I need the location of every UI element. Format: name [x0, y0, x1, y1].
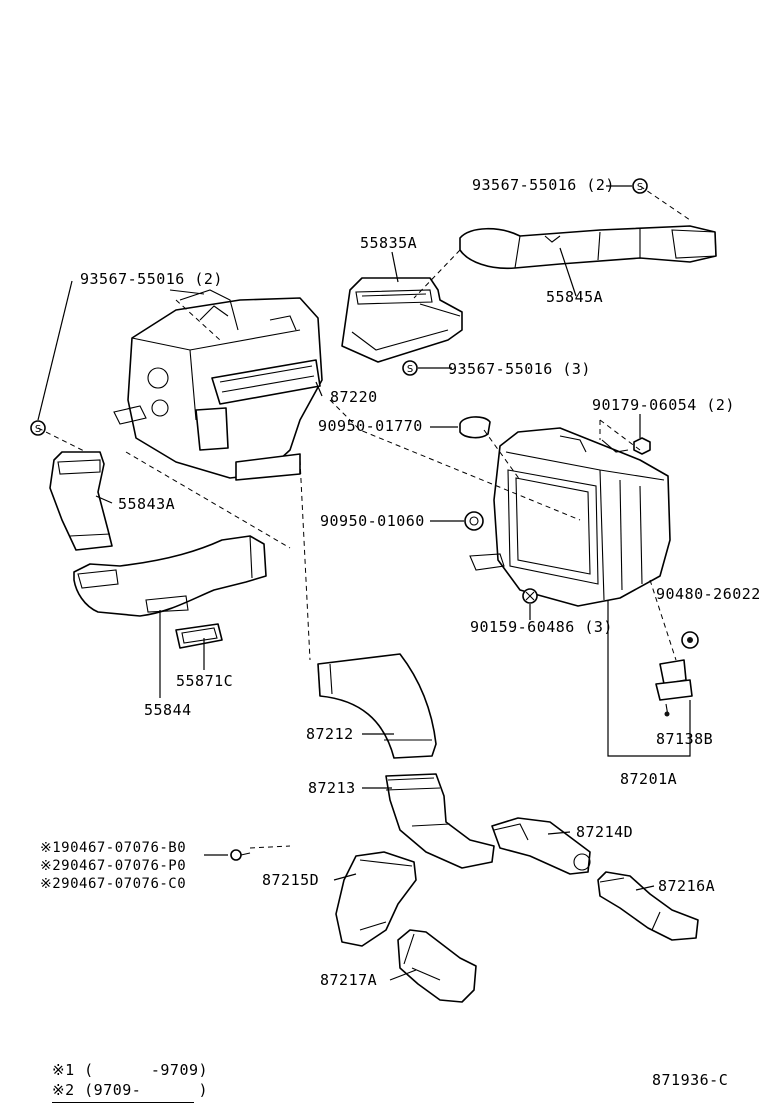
label-87213: 87213	[308, 779, 356, 797]
duct-87212	[317, 653, 437, 759]
screw-s-icon: S	[402, 360, 418, 376]
diagram-code: 871936-C	[652, 1071, 729, 1089]
grommet-90480-26022	[681, 631, 699, 649]
footnote-underline	[52, 1102, 194, 1103]
svg-text:S: S	[407, 364, 413, 375]
svg-text:S: S	[35, 424, 41, 435]
duct-87213	[385, 773, 495, 869]
label-87220: 87220	[330, 388, 378, 406]
label-90950-01060: 90950-01060	[320, 512, 425, 530]
nut-90179-06054	[633, 437, 651, 455]
grommet-90950-01060	[464, 511, 484, 531]
label-55845A: 55845A	[546, 288, 604, 306]
label-87214D: 87214D	[576, 823, 634, 841]
duct-87214D	[491, 817, 591, 875]
label-90179-06054: 90179-06054 (2)	[592, 396, 735, 414]
duct-55844	[73, 535, 267, 617]
duct-87215D	[335, 851, 417, 947]
label-55871C: 55871C	[176, 672, 234, 690]
label-93567-55016-2-top: 93567-55016 (2)	[472, 176, 615, 194]
heater-unit-87220	[113, 289, 323, 481]
label-clip-1: ※190467-07076-B0	[40, 840, 187, 856]
label-55835A: 55835A	[360, 234, 418, 252]
label-87212: 87212	[306, 725, 354, 743]
screw-90159-60486	[522, 588, 538, 604]
gasket-55871C	[175, 623, 223, 649]
duct-55843A	[49, 451, 113, 551]
label-clip-2b: ※290467-07076-C0	[40, 876, 187, 892]
duct-55845A	[459, 225, 717, 270]
label-87138B: 87138B	[656, 730, 714, 748]
footnote-2: ※2 (9709- )	[52, 1081, 209, 1099]
duct-87217A	[397, 929, 477, 1003]
label-clip-2a: ※290467-07076-P0	[40, 858, 187, 874]
footnote-1: ※1 ( -9709)	[52, 1061, 209, 1079]
grommet-90950-01770	[459, 416, 491, 439]
label-87215D: 87215D	[262, 871, 320, 889]
label-87217A: 87217A	[320, 971, 378, 989]
leader-lines	[37, 185, 691, 981]
label-90159-60486: 90159-60486 (3)	[470, 618, 613, 636]
cooling-unit-87201A	[469, 427, 671, 607]
vent-55835A	[341, 277, 463, 363]
label-90950-01770: 90950-01770	[318, 417, 423, 435]
label-55844: 55844	[144, 701, 192, 719]
label-93567-55016-3: 93567-55016 (3)	[448, 360, 591, 378]
label-90480-26022: 90480-26022	[656, 585, 760, 603]
label-87201A: 87201A	[620, 770, 678, 788]
label-55843A: 55843A	[118, 495, 176, 513]
clip-screw	[230, 849, 251, 861]
label-87216A: 87216A	[658, 877, 716, 895]
assembly-dashed-lines	[37, 185, 691, 849]
duct-87216A	[597, 871, 699, 941]
svg-text:S: S	[637, 182, 643, 193]
label-93567-55016-2-left: 93567-55016 (2)	[80, 270, 223, 288]
clip-87138B	[655, 659, 693, 717]
